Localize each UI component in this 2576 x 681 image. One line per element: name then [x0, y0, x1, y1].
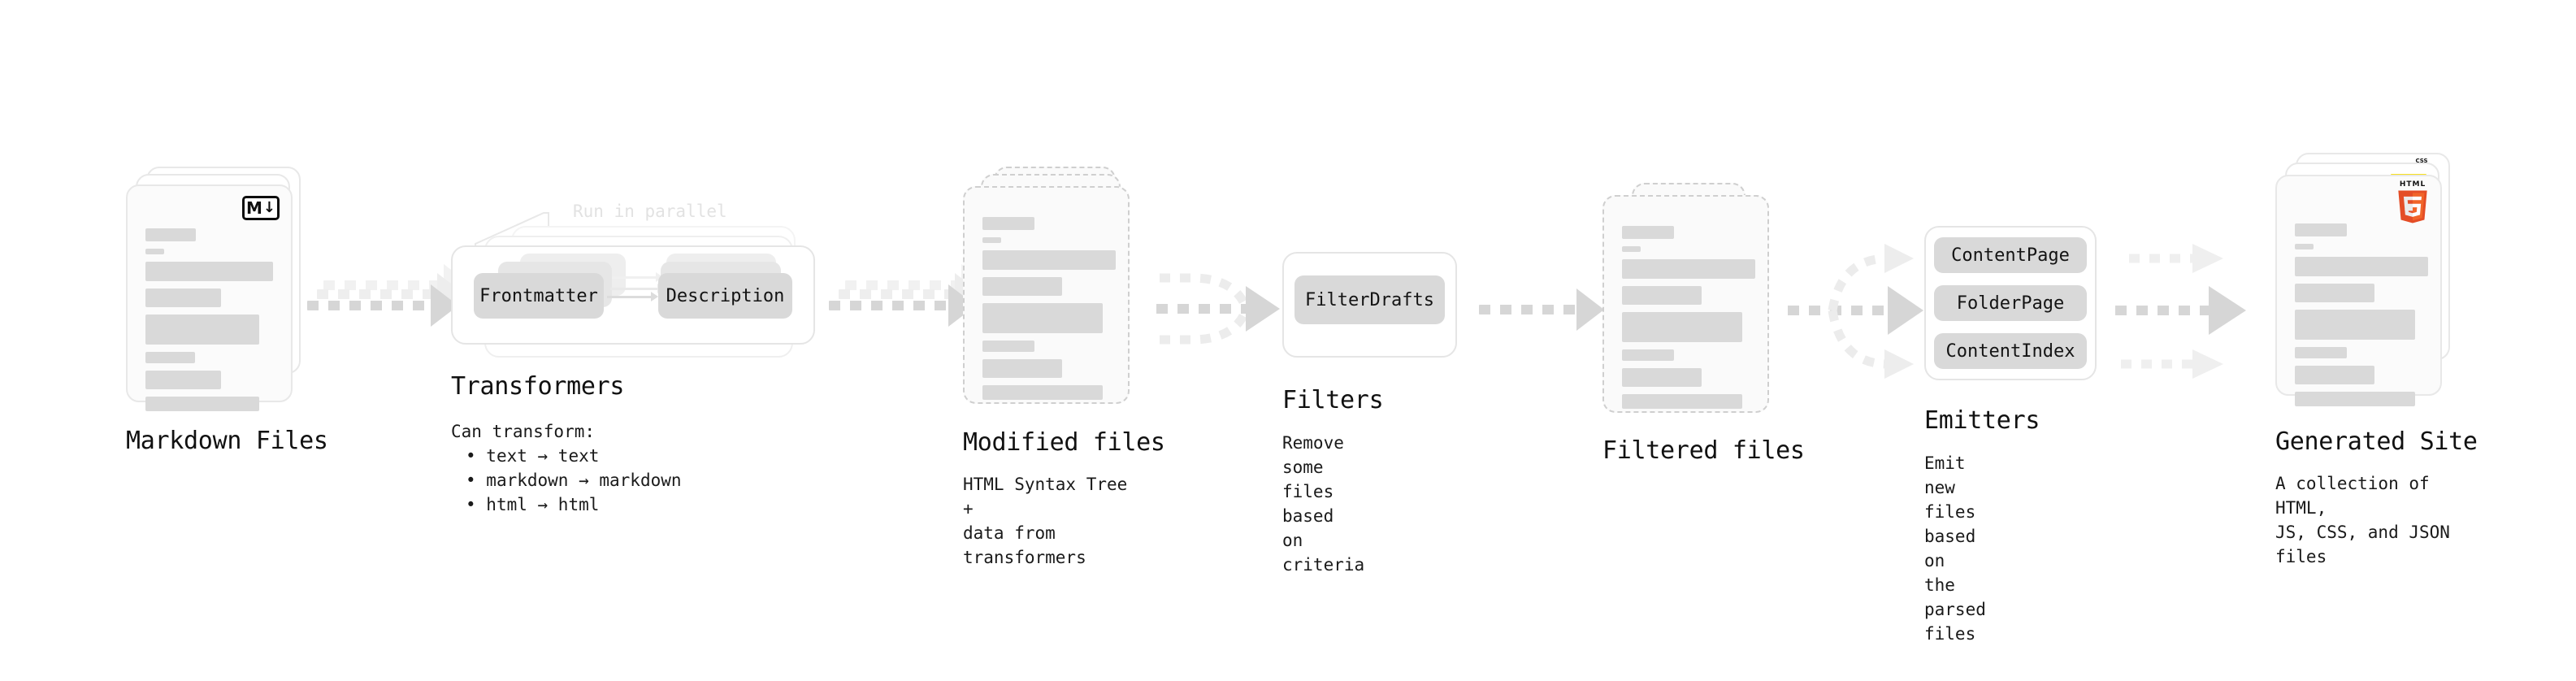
stage-title-modified-files: Modified files — [963, 428, 1165, 457]
skeleton-row — [1622, 394, 1742, 409]
skeleton-row — [1622, 226, 1674, 239]
generated-site-stack: CSS HTML — [2275, 153, 2450, 406]
filtered-card-front — [1602, 195, 1769, 413]
run-in-parallel-label: Run in parallel — [573, 202, 727, 221]
filters-pill-filterdrafts[interactable]: FilterDrafts — [1295, 275, 1445, 324]
stage-desc-generated-site: A collection of HTML, JS, CSS, and JSON … — [2275, 474, 2450, 566]
transformer-mini-arrow-back-1 — [610, 288, 661, 290]
skeleton-row — [145, 228, 196, 241]
transformers-bullet-text: html → html — [486, 495, 600, 514]
skeleton-row — [982, 217, 1034, 230]
skeleton-row — [1622, 312, 1742, 342]
filtered-file-stack — [1602, 183, 1777, 419]
skeleton-row — [145, 314, 259, 345]
skeleton-row — [2295, 310, 2415, 340]
modified-card-skeleton — [982, 217, 1116, 407]
markdown-icon-arrow: ↓ — [262, 199, 275, 216]
stage-title-emitters: Emitters — [1924, 406, 2040, 435]
html5-icon: HTML — [2395, 181, 2431, 223]
markdown-file-stack: M ↓ — [126, 167, 301, 411]
arrow-emitters-to-site — [2115, 244, 2246, 379]
skeleton-row — [2295, 257, 2428, 276]
skeleton-row — [982, 340, 1034, 352]
skeleton-row — [1622, 259, 1755, 279]
transformer-pill-frontmatter[interactable]: Frontmatter — [474, 273, 604, 319]
stage-desc-transformers: Can transform: • text → text • markdown … — [451, 419, 682, 517]
skeleton-row — [2295, 347, 2347, 358]
skeleton-row — [1622, 368, 1702, 387]
filtered-card-skeleton — [1622, 226, 1755, 416]
stage-title-filtered-files: Filtered files — [1602, 436, 1805, 465]
markdown-card-skeleton — [145, 228, 275, 419]
skeleton-row — [982, 359, 1062, 378]
stage-title-transformers: Transformers — [451, 372, 625, 401]
transformer-pill-description[interactable]: Description — [658, 273, 792, 319]
transformers-desc-heading: Can transform: — [451, 422, 596, 441]
emitters-pill-contentindex[interactable]: ContentIndex — [1934, 333, 2087, 369]
skeleton-row — [145, 288, 221, 307]
skeleton-row — [2295, 223, 2347, 236]
transformers-bullet: • markdown → markdown — [466, 471, 682, 490]
transformer-mini-arrowhead — [651, 292, 658, 301]
skeleton-row — [145, 371, 221, 389]
stage-desc-modified-files: HTML Syntax Tree + data from transformer… — [963, 475, 1128, 567]
modified-file-stack — [963, 167, 1138, 410]
stage-title-generated-site: Generated Site — [2275, 427, 2478, 456]
stage-title-markdown-files: Markdown Files — [126, 427, 328, 455]
generated-card-front: HTML — [2275, 175, 2442, 406]
skeleton-row — [145, 249, 164, 254]
arrow-modified-to-filters — [1156, 273, 1280, 345]
skeleton-row — [982, 303, 1103, 333]
skeleton-row — [982, 250, 1116, 270]
transformers-bullet: • text → text — [466, 446, 600, 466]
skeleton-row — [1622, 349, 1674, 361]
stage-title-filters: Filters — [1282, 386, 1384, 414]
emitters-pill-folderpage[interactable]: FolderPage — [1934, 285, 2087, 321]
transformer-mini-arrow — [607, 296, 654, 298]
skeleton-row — [145, 397, 259, 411]
skeleton-row — [982, 237, 1001, 243]
skeleton-row — [2295, 392, 2415, 406]
stage-desc-emitters: Emit new files based on the parsed files — [1924, 453, 1986, 644]
css-icon-label: CSS — [2415, 158, 2428, 164]
modified-card-front — [963, 186, 1130, 404]
skeleton-row — [145, 262, 273, 281]
markdown-icon-letter: M — [246, 198, 262, 218]
transformer-mini-arrow-back-2 — [612, 276, 659, 279]
html5-shield-glyph — [2398, 190, 2427, 223]
stage-desc-filters: Remove some files based on criteria — [1282, 433, 1365, 575]
transformers-bullet-text: markdown → markdown — [486, 471, 682, 490]
markdown-icon: M ↓ — [242, 196, 280, 220]
html5-icon-label: HTML — [2399, 180, 2426, 189]
arrow-filtered-to-emitters — [1788, 244, 1923, 379]
stage-generated-site: CSS HTML — [2275, 153, 2478, 566]
emitters-pill-contentpage[interactable]: ContentPage — [1934, 237, 2087, 273]
skeleton-row — [982, 277, 1062, 296]
stage-markdown-files: M ↓ Markdown Files — [126, 167, 328, 455]
skeleton-row — [2295, 244, 2314, 249]
skeleton-row — [2295, 284, 2374, 302]
stage-filtered-files: Filtered files — [1602, 183, 1805, 465]
generated-card-skeleton — [2295, 223, 2428, 414]
skeleton-row — [145, 352, 195, 363]
stage-modified-files: Modified files HTML Syntax Tree + data f… — [963, 167, 1165, 567]
skeleton-row — [2295, 366, 2374, 384]
transformers-bullet-text: text → text — [486, 446, 600, 466]
skeleton-row — [1622, 246, 1641, 252]
transformers-bullet: • html → html — [466, 495, 600, 514]
skeleton-row — [982, 385, 1103, 400]
markdown-card-front: M ↓ — [126, 184, 293, 411]
skeleton-row — [1622, 286, 1702, 305]
